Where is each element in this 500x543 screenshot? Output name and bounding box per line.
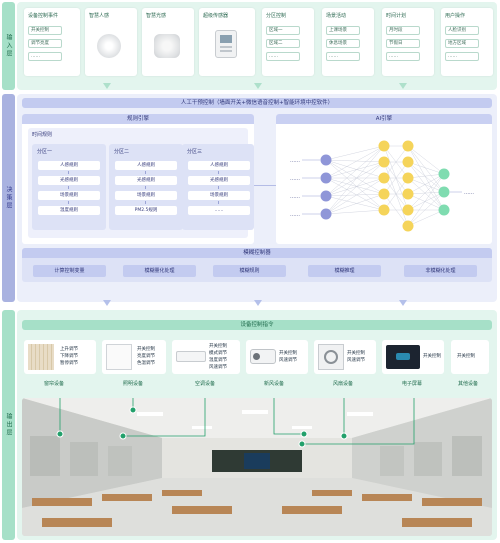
air-conditioner-icon [176, 351, 206, 362]
rule-engine-title: 规则引擎 [22, 114, 254, 124]
input-card-super-sensor: 超级传感器 [199, 8, 255, 76]
classroom-scene [22, 398, 492, 536]
zone-rule: 光感规则 [115, 176, 177, 185]
zone-rule: 光感规则 [188, 176, 250, 185]
flow-arrow [103, 83, 111, 89]
device-label: 窗帘设备 [44, 381, 65, 387]
device-card-curtain: 上升调节 下降调节 暂停调节 [24, 340, 96, 374]
flow-arrow [254, 300, 262, 306]
device-card-air-conditioner: 开关控制 模式调节 温度调节 风速调节 [172, 340, 240, 374]
ceiling-panel-light-icon [106, 344, 132, 370]
device-label: 其他设备 [458, 381, 479, 387]
flow-arrow [103, 300, 111, 306]
zone-rule: 场景规则 [38, 191, 100, 200]
flow-arrow [399, 83, 407, 89]
zone-rule: 场景规则 [188, 191, 250, 200]
ai-input-label: …… [290, 194, 300, 200]
ai-engine-panel: AI引擎 …… …… …… …… [276, 114, 492, 244]
manual-intervention-bar: 人工干预控制（墙面开关+微信语音控制+智能环境中控软件） [22, 98, 492, 108]
fresh-air-unit-icon [250, 349, 276, 364]
zone-rule: PM2.5规则 [115, 206, 177, 215]
input-card-device-events: 设备控制事件 开关控制 调节亮度 …… [24, 8, 80, 76]
zone-1: 分区一 人感规则 光感规则 场景规则 温度规则 [32, 144, 106, 230]
light-sensor-icon [154, 34, 180, 58]
device-card-fan: 开关控制 风速调节 [314, 340, 376, 374]
zone-rule: 温度规则 [38, 206, 100, 215]
human-sensor-icon [97, 34, 121, 58]
device-label: 新风设备 [264, 381, 285, 387]
input-card-human-sensor: 智慧人感 [85, 8, 137, 76]
super-sensor-icon [215, 30, 237, 58]
electronic-screen-icon [386, 345, 420, 369]
nn-hidden-nodes [378, 140, 414, 232]
zone-3: 分区三 人感规则 光感规则 场景规则 …… [182, 144, 254, 230]
input-layer-label: 输入层 [2, 2, 15, 90]
nn-input-nodes [320, 154, 332, 220]
zone-rule: 人感规则 [38, 161, 100, 170]
neural-network-diagram: …… …… …… …… …… [290, 140, 474, 232]
fuzzy-step: 非模糊化处理 [404, 265, 477, 277]
zone-rule: 人感规则 [115, 161, 177, 170]
device-label: 风扇设备 [333, 381, 354, 387]
zone-2: 分区二 人感规则 光感规则 场景规则 PM2.5规则 [109, 144, 183, 230]
classroom-illustration [22, 398, 492, 536]
device-label: 空调设备 [195, 381, 216, 387]
zone-rule: …… [188, 206, 250, 215]
device-control-command-bar: 设备控制指令 [22, 320, 492, 330]
connector-line [254, 185, 276, 186]
zone-rule: 光感规则 [38, 176, 100, 185]
ai-engine-title: AI引擎 [276, 114, 492, 124]
time-rule-label: 时间规则 [32, 132, 53, 138]
device-label: 电子屏幕 [402, 381, 423, 387]
input-card-user-operation: 用户操作 人脸识别 地方区域 …… [441, 8, 493, 76]
fuzzy-step: 计算控制变量 [33, 265, 106, 277]
device-card-lighting: 开关控制 亮度调节 色温调节 [102, 340, 166, 374]
fan-icon [318, 344, 344, 370]
ai-output-label: …… [464, 190, 474, 196]
output-layer-label: 输出层 [2, 310, 15, 540]
fuzzy-step: 模糊量化处理 [123, 265, 196, 277]
zone-rule: 人感规则 [188, 161, 250, 170]
input-card-zone-control: 分区控制 区域一 区域二 …… [262, 8, 314, 76]
input-card-scene-activity: 场景活动 上课场景 休息场景 …… [322, 8, 374, 76]
device-card-fresh-air: 开关控制 风速调节 [246, 340, 308, 374]
decision-layer-label: 决策层 [2, 94, 15, 302]
device-label: 照明设备 [123, 381, 144, 387]
flow-arrow [399, 300, 407, 306]
device-card-screen: 开关控制 [382, 340, 444, 374]
curtain-icon [28, 344, 54, 370]
fuzzy-step: 模糊推理 [308, 265, 381, 277]
device-card-other: 开关控制 [451, 340, 489, 374]
ai-input-label: …… [290, 158, 300, 164]
zone-rule: 场景规则 [115, 191, 177, 200]
input-card-light-sensor: 智慧光感 [142, 8, 194, 76]
fuzzy-controller-title: 模糊控制器 [22, 248, 492, 258]
fuzzy-step: 模糊规则 [213, 265, 286, 277]
nn-output-nodes [438, 168, 450, 216]
ai-input-label: …… [290, 212, 300, 218]
ai-input-label: …… [290, 176, 300, 182]
input-card-time-plan: 时间计划 月时段 节假日 …… [382, 8, 434, 76]
flow-arrow [254, 83, 262, 89]
nn-edges [325, 145, 445, 227]
